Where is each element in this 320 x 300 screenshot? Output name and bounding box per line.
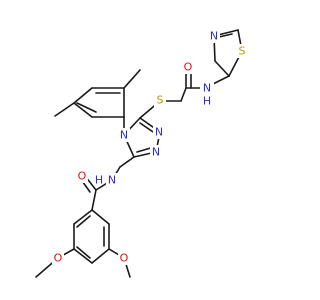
atom-o-methoxy-left: O bbox=[54, 252, 63, 265]
atom-h-amide-left: H bbox=[95, 174, 103, 187]
molecule-structure: N H O S N S N N N N H O O O bbox=[35, 29, 248, 278]
atom-s-thioether: S bbox=[157, 94, 164, 107]
atom-o-methoxy-right: O bbox=[120, 252, 129, 265]
atom-o-amide-left: O bbox=[78, 170, 87, 183]
atom-n-amide-left: N bbox=[108, 174, 116, 187]
bonds bbox=[35, 29, 243, 278]
atom-n-triazole-low: N bbox=[120, 129, 128, 142]
atom-labels: N H O S N S N N N N H O O O bbox=[52, 29, 248, 265]
atom-n-amide-right: N bbox=[203, 82, 211, 95]
atom-n-triazole-top: N bbox=[155, 126, 163, 139]
atom-h-amide-right: H bbox=[203, 95, 211, 108]
atom-o-amide-right: O bbox=[184, 61, 193, 74]
atom-s-thiazole: S bbox=[239, 45, 246, 58]
atom-n-triazole-mid: N bbox=[152, 146, 160, 159]
atom-n-thiazole: N bbox=[210, 30, 218, 43]
